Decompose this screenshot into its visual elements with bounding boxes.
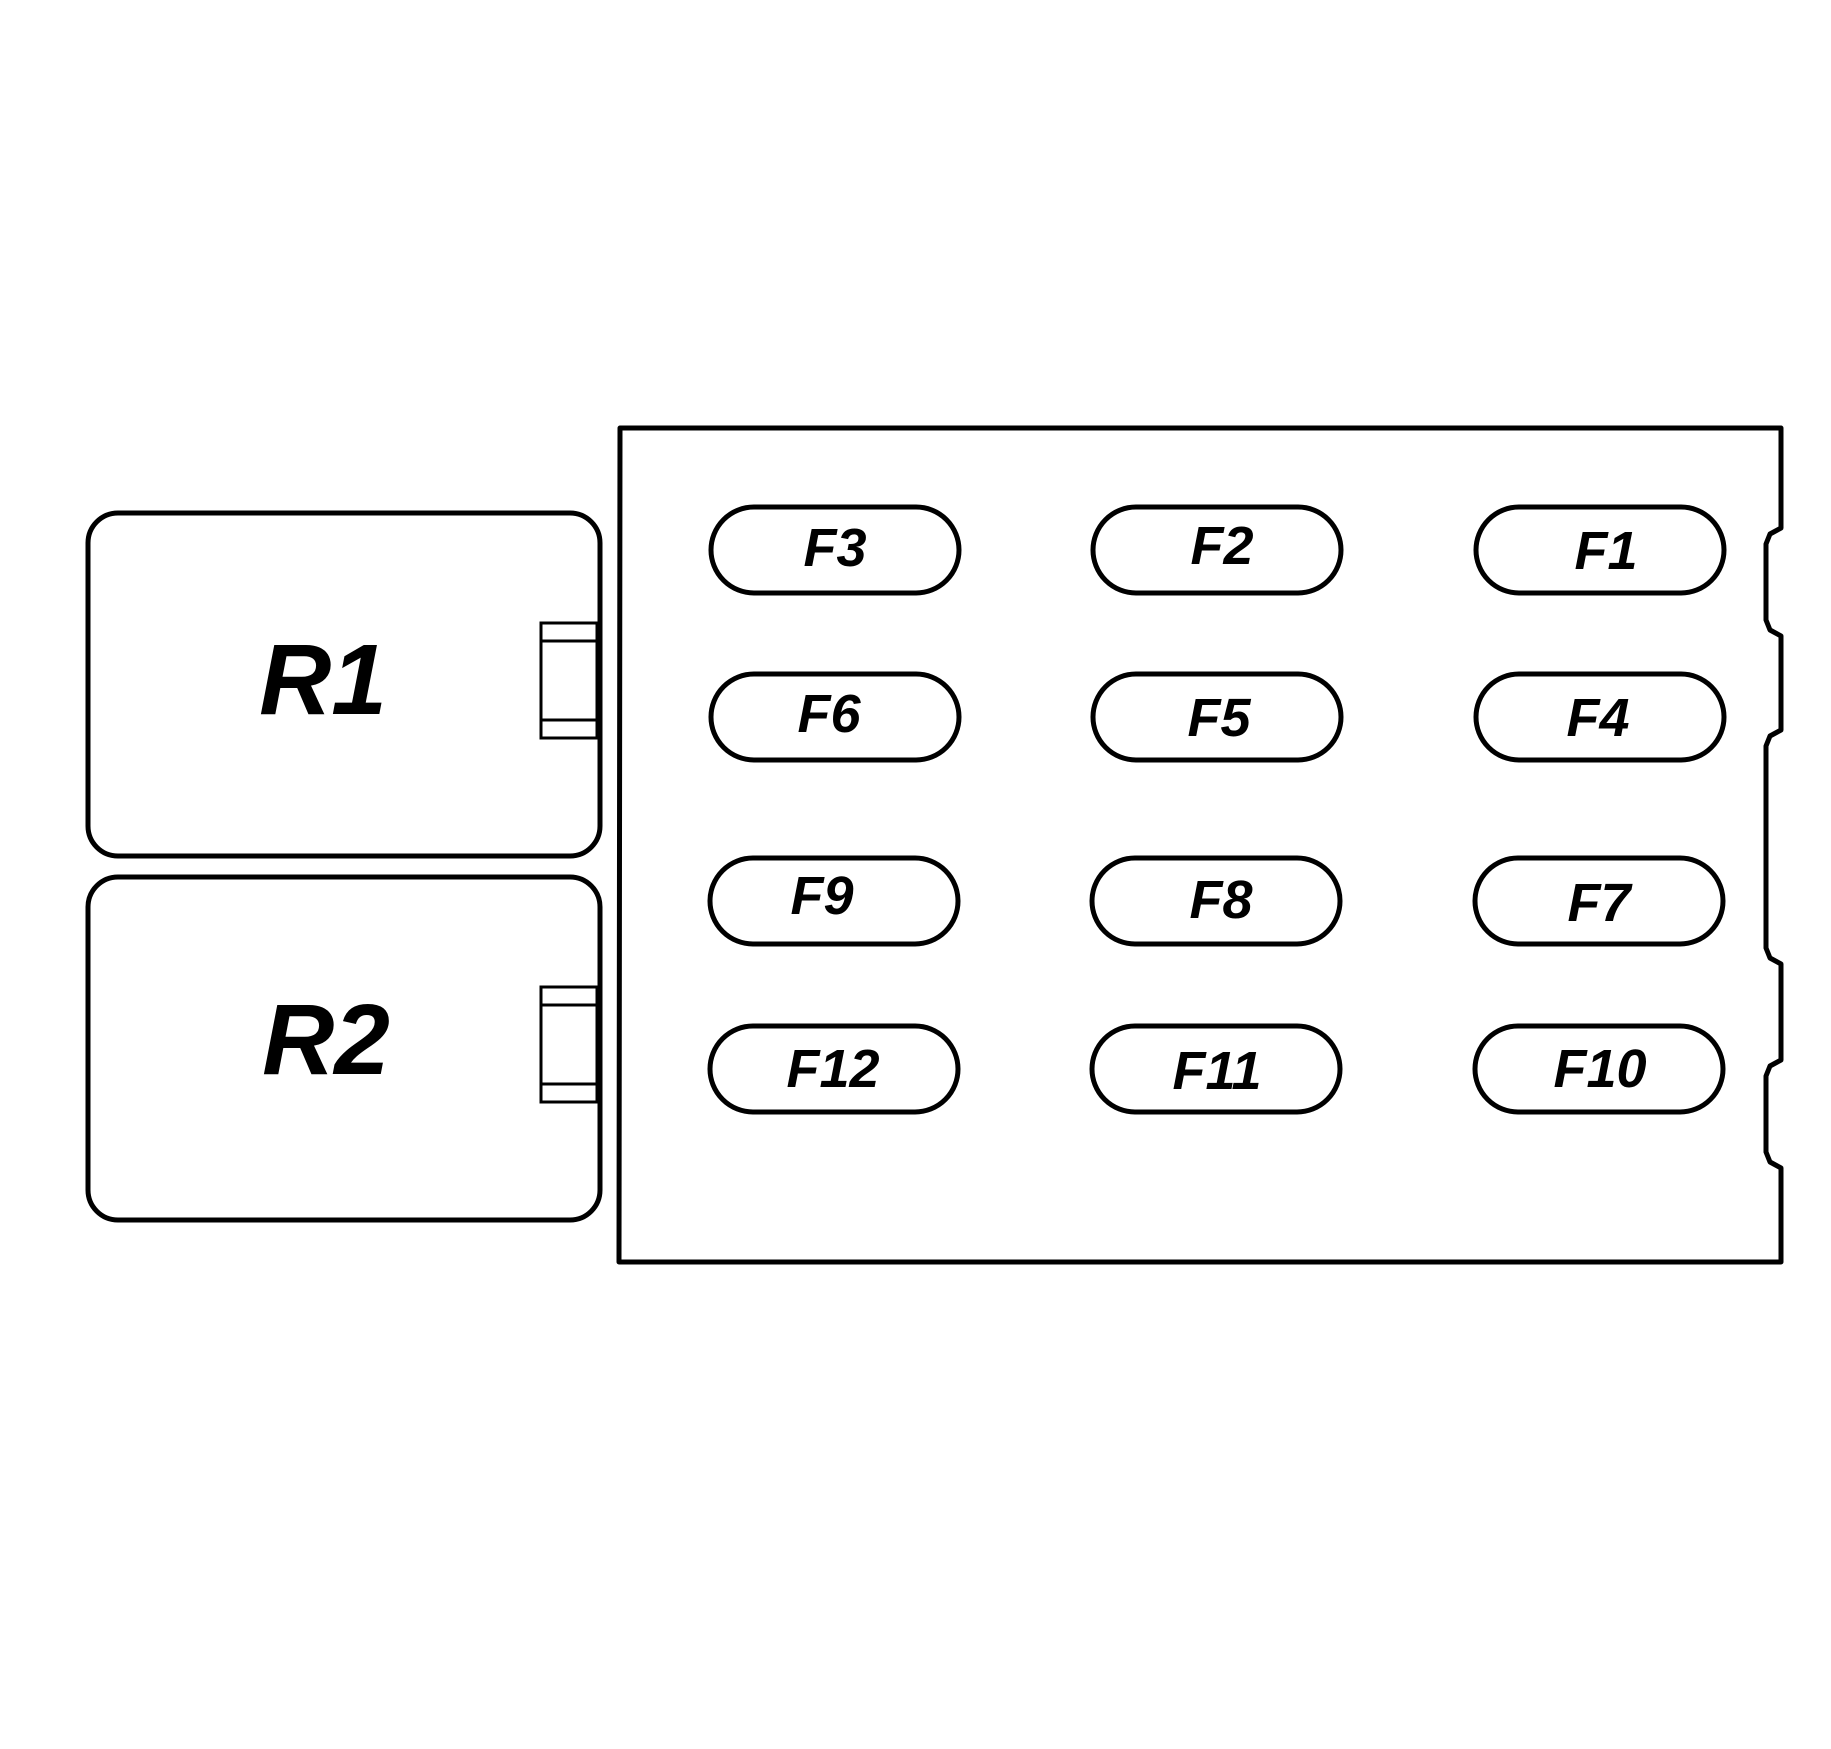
fuse-f1-body	[1473, 504, 1727, 596]
fuse-f2: F2	[1090, 504, 1344, 596]
fuse-f10-body	[1472, 1023, 1726, 1115]
fuse-f1-label: F1	[1574, 521, 1637, 581]
relay-r1-label: R1	[259, 624, 387, 736]
fuse-f7-body	[1472, 855, 1726, 947]
fuse-f10: F10	[1472, 1023, 1726, 1115]
fuse-f2-label: F2	[1190, 516, 1253, 576]
fuse-f4: F4	[1473, 671, 1727, 763]
fuse-f6: F6	[708, 671, 962, 763]
relay-r2-connector-tab	[539, 985, 599, 1104]
relay-r2: R2	[85, 874, 603, 1223]
fuse-f5: F5	[1090, 671, 1344, 763]
fuse-f11-label: F11	[1172, 1041, 1261, 1101]
fuse-row-1: F3 F2 F1	[708, 504, 1727, 596]
relay-r1: R1	[85, 510, 603, 859]
fuse-f7: F7	[1472, 855, 1726, 947]
fuse-f12-label: F12	[786, 1039, 879, 1099]
fuse-f6-label: F6	[797, 684, 861, 744]
fuse-f3-body	[708, 504, 962, 596]
fuse-f11: F11	[1089, 1023, 1343, 1115]
relay-r2-body	[85, 874, 603, 1223]
fuse-f9-label: F9	[790, 866, 853, 926]
relay-r1-body	[85, 510, 603, 859]
fuse-f5-body	[1090, 671, 1344, 763]
fuse-f2-body	[1090, 504, 1344, 596]
fuse-f7-label: F7	[1567, 873, 1633, 933]
fuse-row-2: F6 F5 F4	[708, 671, 1727, 763]
fuse-f4-body	[1473, 671, 1727, 763]
fuse-row-4: F12 F11 F10	[707, 1023, 1726, 1115]
relay-r2-label: R2	[262, 984, 390, 1096]
fuse-row-3: F9 F8 F7	[707, 855, 1726, 947]
fuse-f8: F8	[1089, 855, 1343, 947]
fuse-f6-body	[708, 671, 962, 763]
fuse-f12: F12	[707, 1023, 961, 1115]
fuse-f5-label: F5	[1187, 688, 1251, 748]
fuse-f1: F1	[1473, 504, 1727, 596]
fuse-f9-body	[707, 855, 961, 947]
fuse-f8-label: F8	[1189, 870, 1252, 930]
fuse-f10-label: F10	[1553, 1039, 1646, 1099]
fuse-f9: F9	[707, 855, 961, 947]
fuse-f8-body	[1089, 855, 1343, 947]
relay-r1-connector-tab	[539, 621, 599, 740]
fuse-f11-body	[1089, 1023, 1343, 1115]
fuse-f12-body	[707, 1023, 961, 1115]
fuse-f3-label: F3	[803, 518, 866, 578]
fuse-f3: F3	[708, 504, 962, 596]
fuse-f4-label: F4	[1566, 688, 1629, 748]
